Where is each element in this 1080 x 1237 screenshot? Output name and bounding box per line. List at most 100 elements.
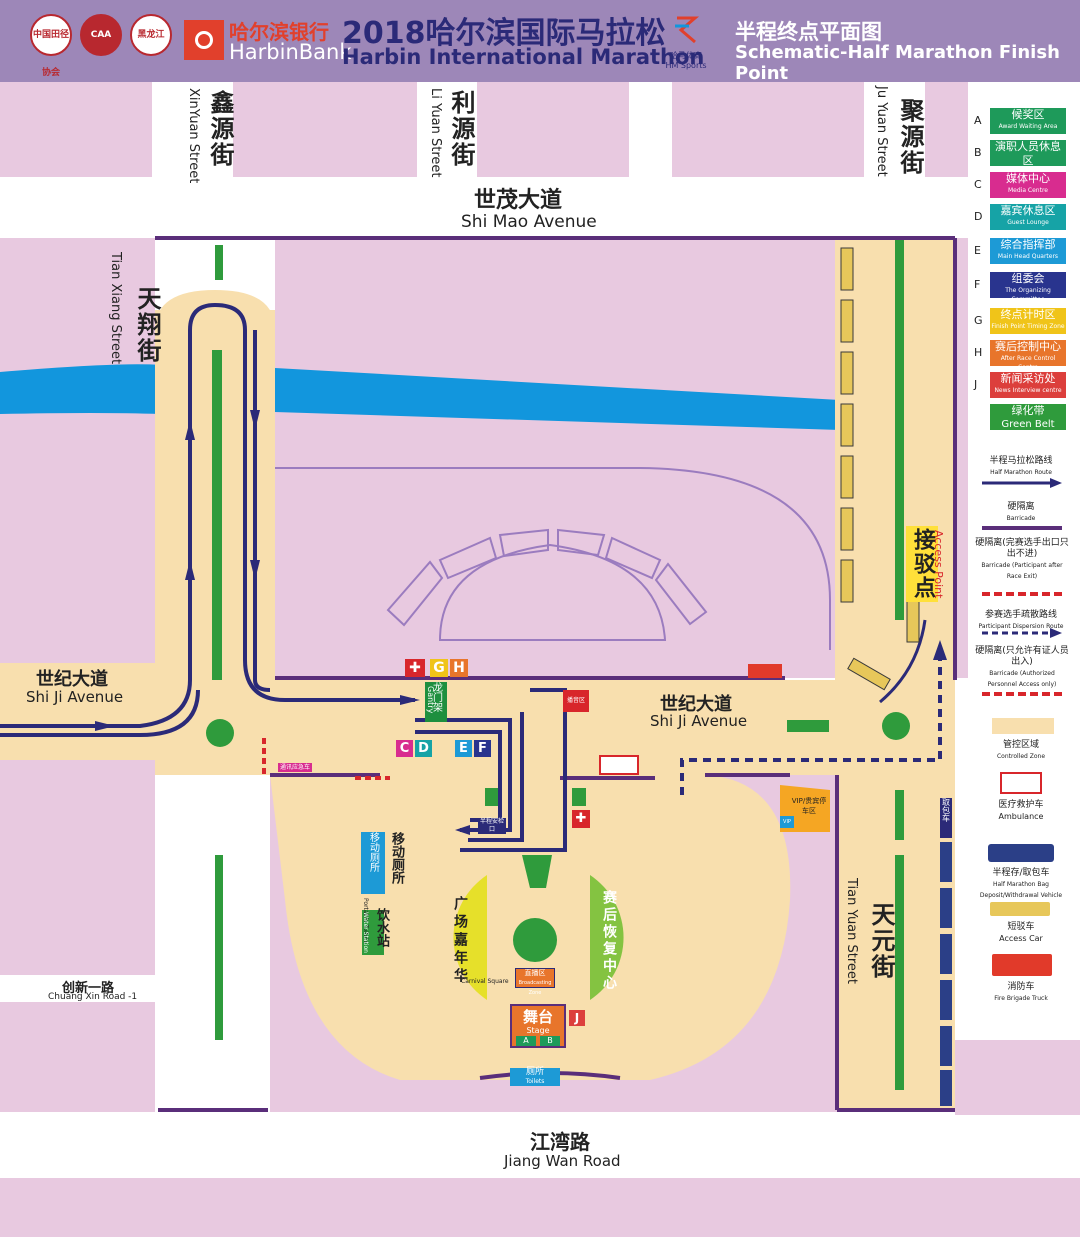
tianxiang-street-cn: 天翔街 xyxy=(133,286,161,364)
event-title-en: Harbin International Marathon xyxy=(342,45,705,69)
ambulance xyxy=(599,755,639,775)
bag-pickup-box: 取包车 xyxy=(940,798,952,838)
access-point-label-cn: 接驳点 xyxy=(906,526,938,602)
portable-toilets-box: 移动厕所 xyxy=(361,832,385,894)
liyuan-street-cn: 利源街 xyxy=(447,90,475,168)
shiji-avenue-west-en: Shi Ji Avenue xyxy=(26,688,124,706)
security-gate-box: 半程安检口 xyxy=(478,818,506,834)
legend-exit-barricade: 硬隔离(完赛选手出口只出不进)Barricade (Participant af… xyxy=(975,538,1069,580)
carnival-square-label-cn: 广场嘉年华 xyxy=(452,896,468,986)
exit-barricade xyxy=(262,738,390,780)
city-block xyxy=(672,82,864,177)
city-block xyxy=(0,760,155,975)
legend-ambulance-icon xyxy=(1000,772,1042,794)
city-block xyxy=(275,238,835,678)
zone-marker-f: F xyxy=(474,740,491,757)
liyuan-street-en: Li Yuan Street xyxy=(428,88,443,178)
legend-dispersion-arrow-icon xyxy=(982,628,1062,638)
medical-cross-icon: ✚ xyxy=(405,659,425,677)
jiangwan-road-cn: 江湾路 xyxy=(530,1130,590,1154)
chuangxin-road-en: Chuang Xin Road -1 xyxy=(48,992,138,1002)
juyuan-street-cn: 聚源街 xyxy=(896,98,924,176)
barricade-lines xyxy=(155,236,957,1112)
emergency-comms-vehicle: 通讯应急车 xyxy=(278,763,312,772)
city-block xyxy=(0,1002,155,1112)
shiji-avenue-east-cn: 世纪大道 xyxy=(660,694,732,715)
bag-pickup-label: 取包车 xyxy=(941,798,951,822)
juyuan-street-en: Ju Yuan Street xyxy=(874,86,889,177)
portable-toilets-label: 移动厕所 xyxy=(367,832,379,872)
harbin-bank-logo-icon xyxy=(184,20,224,60)
water-station-label-en: Water Station xyxy=(362,912,369,953)
city-block xyxy=(233,82,417,177)
tianyuan-street-cn: 天元街 xyxy=(867,902,895,980)
city-block xyxy=(0,1178,1080,1237)
zone-marker-d: D xyxy=(415,740,432,757)
zone-marker-e: E xyxy=(455,740,472,757)
access-point-label-en: Access Point xyxy=(932,530,945,599)
legend-authorized-line xyxy=(982,692,1062,696)
header-bar xyxy=(0,0,1080,82)
shuttle-buses xyxy=(840,247,920,691)
dispersion-route xyxy=(680,650,942,795)
zone-marker-c: C xyxy=(396,740,413,757)
event-title-cn: 2018哈尔滨国际马拉松 xyxy=(342,16,666,51)
bank-name-en: HarbinBank xyxy=(229,40,352,64)
shiji-avenue-west-cn: 世纪大道 xyxy=(36,669,108,690)
heilongjiang-logo: 黑龙江 xyxy=(130,14,172,56)
legend-exit-line xyxy=(982,592,1062,596)
zone-marker-g: G xyxy=(430,659,448,677)
green-belts xyxy=(206,240,910,1090)
athletics-association-logo: 中国田径协会 xyxy=(30,14,72,78)
city-block xyxy=(925,82,968,177)
zone-marker-h: H xyxy=(450,659,468,677)
medical-cross-icon-2: ✚ xyxy=(572,810,590,828)
route-arrows xyxy=(95,410,470,835)
recovery-centre-label-cn: 赛后恢复中心 xyxy=(601,890,617,992)
legend-controlled-swatch xyxy=(992,718,1054,734)
city-block xyxy=(477,82,629,177)
chuangxin-road-cn: 创新一路 xyxy=(62,981,115,996)
caa-logo: CAA xyxy=(80,14,122,56)
portable-toilets-label-cn: 移动厕所 xyxy=(389,832,404,884)
recovery-centre xyxy=(590,875,624,1000)
portable-toilets-label-en: Portable Toilets xyxy=(362,898,369,944)
legend-shuttle-icon xyxy=(990,902,1050,916)
dispersion-arrow xyxy=(933,640,947,660)
city-block xyxy=(955,238,968,678)
bag-deposit-buses xyxy=(940,842,952,1106)
carnival-square-label-en: Carnival Square xyxy=(461,978,509,985)
commentary-box: 播音区 xyxy=(563,690,589,712)
stage-label-en: Stage xyxy=(526,1026,550,1035)
route-curve xyxy=(879,619,927,704)
shiji-avenue-east-en: Shi Ji Avenue xyxy=(650,712,748,730)
building-outline xyxy=(275,467,831,650)
map-subtitle-cn: 半程终点平面图 xyxy=(735,20,882,44)
zone-a-marker: A xyxy=(516,1036,536,1046)
legend-fire-truck-icon xyxy=(992,954,1052,976)
vip-parking-label: VIP/贵宾停车区 xyxy=(791,797,827,815)
zone-b-marker: B xyxy=(540,1036,560,1046)
zone-marker-j: J xyxy=(569,1010,585,1026)
stage-label-cn: 舞台 xyxy=(522,1008,553,1026)
city-block xyxy=(0,238,155,663)
shimao-avenue-cn: 世茂大道 xyxy=(474,188,563,213)
map-subtitle-en: Schematic-Half Marathon Finish Point xyxy=(735,42,1060,84)
tianxiang-street-en: Tian Xiang Street xyxy=(108,252,123,365)
city-block xyxy=(0,82,152,177)
